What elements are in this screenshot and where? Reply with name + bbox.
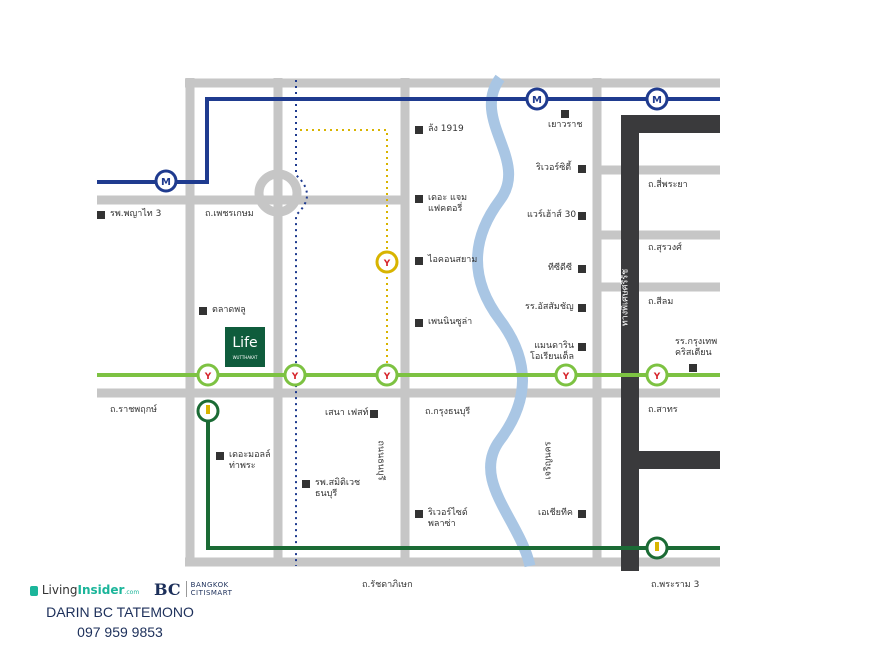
bts-stations [196,250,669,387]
project-logo: Life WUTTHAKAT [225,327,265,367]
svg-text:Y: Y [383,259,391,269]
poi-label: เอเชียทีค [538,508,573,518]
road-label: ถนนธนบุรี [375,440,386,481]
poi-label: เสนา เฟสท์ [325,408,369,418]
poi-marker [561,110,569,118]
poi-marker [415,257,423,265]
poi-marker [415,195,423,203]
road-label: ถ.ราชพฤกษ์ [110,405,158,415]
gold-line-station-icon [375,250,399,274]
poi-label: รร.อัสสัมชัญ [525,302,574,312]
poi-marker [578,212,586,220]
svg-text:Y: Y [204,372,212,382]
road-label: ถ.สีลม [648,297,674,307]
road-label: ถ.กรุงธนบุรี [425,407,471,417]
expressway-label: ทางพิเศษศรีรัช [620,268,631,327]
poi-marker [578,265,586,273]
poi-marker [578,165,586,173]
poi-label: เดอะมอลล์ ท่าพระ [229,450,271,471]
poi-marker [415,319,423,327]
poi-marker [578,343,586,351]
expressway [621,115,720,571]
poi-label: ทีซีดีซี [548,263,572,273]
road-label: ถ.สี่พระยา [648,180,688,190]
roundabout [254,169,302,217]
svg-text:M: M [161,177,171,188]
mrt-station-icon [645,87,669,111]
roads [97,78,720,567]
poi-marker [578,510,586,518]
poi-label: ริเวอร์ไซด์ พลาซ่า [428,508,468,529]
mrt-blue-line [97,97,720,184]
poi-label: ล้ง 1919 [428,124,464,134]
poi-label: เยาวราช [548,120,583,130]
livinginsider-logo: LivingInsider.com [30,583,139,597]
agent-phone[interactable]: 097 959 9853 [77,624,163,640]
poi-marker [216,452,224,460]
poi-label: รร.กรุงเทพ คริสเตียน [675,337,718,358]
poi-marker [578,304,586,312]
svg-text:Y: Y [291,372,299,382]
agent-name: DARIN BC TATEMONO [46,604,194,620]
bts-station-icon [196,363,220,387]
bts-station-icon [554,363,578,387]
poi-marker [689,364,697,372]
river [472,74,536,568]
poi-label: แวร์เฮ้าส์ 30 [527,210,577,220]
road-label: ถ.รัชดาภิเษก [362,580,413,590]
svg-text:Y: Y [653,372,661,382]
svg-text:Y: Y [383,372,391,382]
poi-label: แมนดาริน โอเรียนเต็ล [530,341,575,362]
mrt-station-icon [154,169,178,193]
poi-marker [302,480,310,488]
poi-marker [97,211,105,219]
road-label: ถ.พระราม 3 [651,580,700,590]
dark-green-line [206,410,720,550]
poi-label: ริเวอร์ซิตี้ [536,163,572,173]
mrt-stations [154,87,669,193]
poi-label: เดอะ แจม แฟคตอรี่ [428,193,468,214]
mrt-station-icon [525,87,549,111]
poi-label: ไอคอนสยาม [428,255,478,265]
bts-station-icon [645,363,669,387]
svg-text:M: M [532,95,542,106]
svg-text:Y: Y [562,372,570,382]
bts-station-icon [375,363,399,387]
svg-text:M: M [652,95,662,106]
poi-marker [415,510,423,518]
road-label: ถ.สุรวงศ์ [648,243,682,253]
poi-marker [415,126,423,134]
blue-dotted-line [295,80,308,566]
poi-label: รพ.สมิติเวช ธนบุรี [315,478,361,499]
bts-station-icon [283,363,307,387]
poi-marker [199,307,207,315]
poi-label: เพนนินซูล่า [428,317,473,327]
road-label: เจริญนคร [543,441,554,480]
poi-label: ตลาดพลู [212,305,246,315]
road-label: ถ.เพชรเกษม [205,209,254,219]
gold-dotted-line [300,129,388,375]
leaf-icon [30,585,38,596]
road-label: ถ.สาทร [648,405,678,415]
poi-label: รพ.พญาไท 3 [110,209,162,219]
poi-marker [370,410,378,418]
